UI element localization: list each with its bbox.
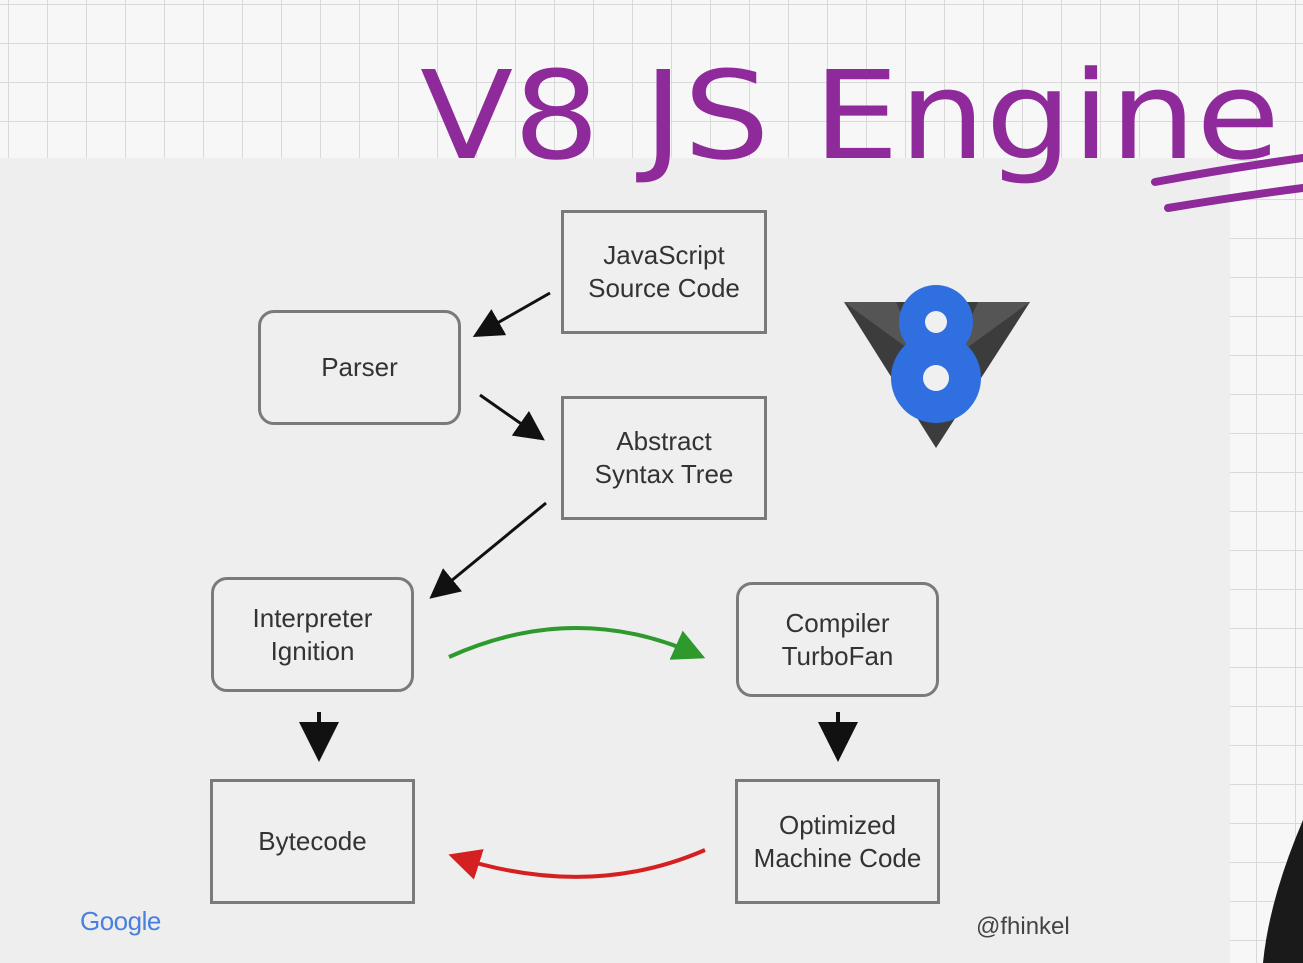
ast-label: Abstract Syntax Tree (594, 426, 734, 489)
arrow-source-to-parser (472, 291, 551, 337)
interpreter-label: Interpreter Ignition (252, 602, 373, 666)
parser-box: Parser (258, 310, 461, 425)
source-code-label: JavaScript Source Code (588, 240, 740, 303)
bytecode-label: Bytecode (258, 826, 367, 856)
interpreter-box: Interpreter Ignition (211, 577, 414, 692)
google-wordmark: Google (80, 906, 161, 936)
ast-box: Abstract Syntax Tree (561, 396, 767, 520)
arrow-parser-to-ast (479, 393, 545, 441)
presenter-silhouette (1263, 820, 1303, 963)
compiler-label: Compiler TurboFan (781, 607, 894, 671)
title-handwriting: V8 JS Engine (420, 45, 1303, 212)
bytecode-box: Bytecode (210, 779, 415, 904)
v8-logo-icon (844, 285, 1030, 448)
google-logo: Google (80, 906, 161, 937)
optimized-code-label: Optimized Machine Code (753, 809, 922, 873)
author-handle: @fhinkel (976, 913, 1070, 940)
optimized-code-box: Optimized Machine Code (735, 779, 940, 904)
source-code-box: JavaScript Source Code (561, 210, 767, 334)
arrow-optimize (448, 626, 706, 660)
arrow-deoptimize (448, 848, 706, 880)
compiler-box: Compiler TurboFan (736, 582, 939, 697)
arrow-ast-to-interpreter (429, 501, 547, 599)
parser-label: Parser (321, 352, 398, 382)
page-title: V8 JS Engine (420, 45, 1280, 187)
